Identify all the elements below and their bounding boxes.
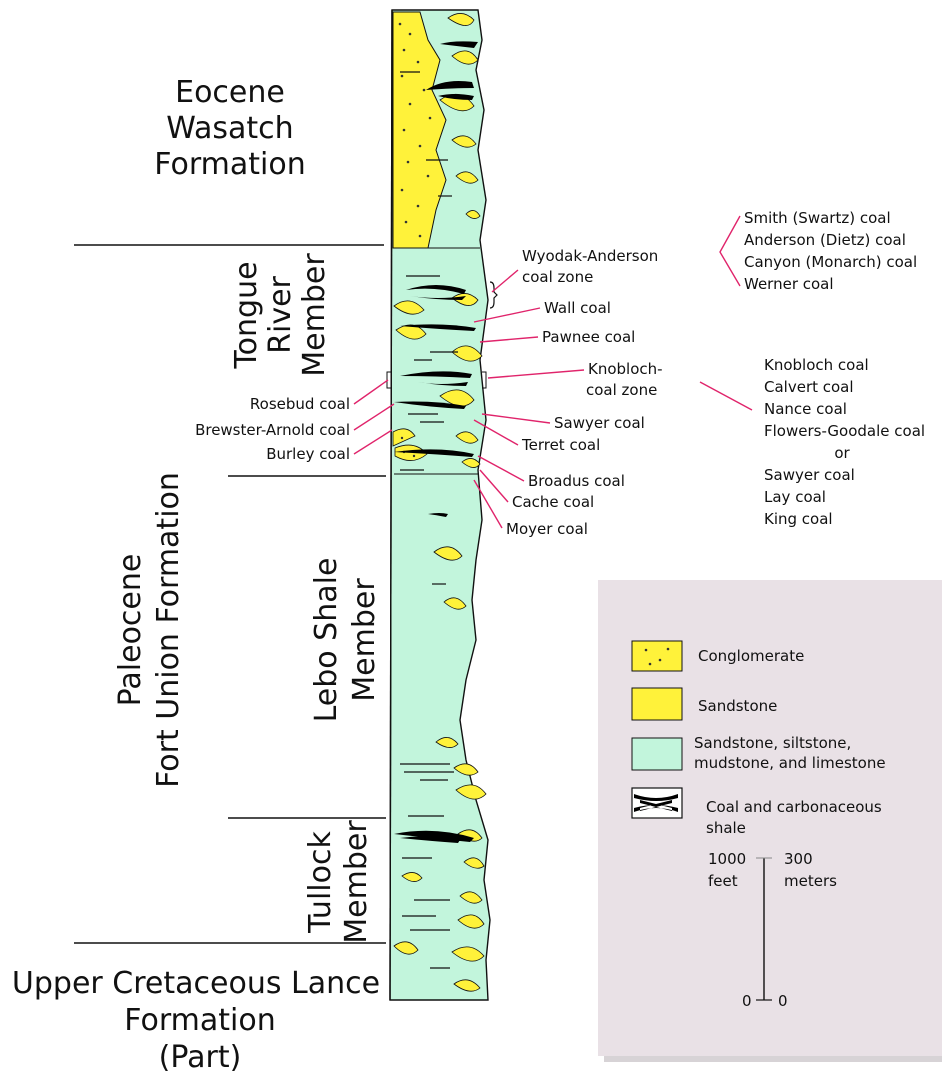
formation-eocene-line1: Eocene [175,75,285,110]
knobloch-list-item: Lay coal [764,488,826,506]
wyodak-list-item: Werner coal [744,275,834,293]
tongue-river-member-label: Tongue River Member [229,253,332,377]
member-tongue-line3: Member [297,253,332,377]
label-moyer-coal: Moyer coal [506,520,588,538]
wyodak-list-item: Anderson (Dietz) coal [744,231,906,249]
label-pawnee-coal: Pawnee coal [542,328,635,346]
label-knobloch-line2: coal zone [586,381,657,399]
formation-paleocene-line2: Fort Union Formation [151,472,186,788]
formation-eocene-line3: Formation [154,147,305,182]
label-wyodak-line2: coal zone [522,268,593,286]
column [390,10,490,1000]
wyodak-bracket [490,282,497,308]
member-lebo-line1: Lebo Shale [309,558,344,723]
legend-swatch-conglomerate [632,641,682,671]
label-wall-coal: Wall coal [544,299,611,317]
knobloch-list-item: Knobloch coal [764,356,869,374]
legend-swatch-sandstone [632,688,682,720]
label-broadus-coal: Broadus coal [528,472,625,490]
scale-feet-unit: feet [708,872,738,890]
legend-sandstone-label: Sandstone [698,697,777,715]
member-tullock-line2: Member [339,820,374,944]
legend-mixed-line1: Sandstone, siltstone, [694,734,851,752]
label-rosebud-coal: Rosebud coal [250,395,350,413]
wyodak-coal-list: Smith (Swartz) coal Anderson (Dietz) coa… [744,209,917,293]
knobloch-list-item: Flowers-Goodale coal [764,422,925,440]
lebo-shale-member-label: Lebo Shale Member [309,558,382,723]
label-brewster-arnold-coal: Brewster-Arnold coal [195,421,350,439]
knobloch-list-item: Calvert coal [764,378,854,396]
paleocene-fort-union-label: Paleocene Fort Union Formation [113,472,186,788]
legend-swatch-mixed [632,738,682,770]
scale-zero-left: 0 [742,992,752,1010]
knobloch-list-item: King coal [764,510,833,528]
formation-cretaceous-line3: (Part) [159,1040,242,1075]
member-tongue-line2: River [263,275,298,353]
legend-swatch-coal [632,788,682,818]
member-tongue-line1: Tongue [229,261,264,369]
knobloch-list-item: or [834,444,850,462]
legend-conglomerate-label: Conglomerate [698,647,804,665]
coal-labels-right: Wyodak-Anderson coal zone Wall coal Pawn… [506,247,663,538]
scale-feet-value: 1000 [708,850,746,868]
legend-coal-line2: shale [706,819,746,837]
scale-meters-value: 300 [784,850,813,868]
eocene-wasatch-label: Eocene Wasatch Formation [154,75,305,182]
formation-cretaceous-line1: Upper Cretaceous Lance [12,966,380,1001]
label-knobloch-line1: Knobloch- [588,360,663,378]
legend-mixed-line2: mudstone, and limestone [694,754,886,772]
tullock-member-label: Tullock Member [303,820,374,944]
label-terret-coal: Terret coal [521,436,600,454]
label-sawyer-coal: Sawyer coal [554,414,645,432]
knobloch-list-item: Nance coal [764,400,847,418]
legend: Conglomerate Sandstone Sandstone, siltst… [598,580,942,1062]
legend-coal-line1: Coal and carbonaceous [706,798,882,816]
coal-labels-left: Rosebud coal Brewster-Arnold coal Burley… [195,395,350,463]
label-cache-coal: Cache coal [512,493,594,511]
scale-meters-unit: meters [784,872,837,890]
cretaceous-lance-label: Upper Cretaceous Lance Formation (Part) [12,966,380,1075]
formation-paleocene-line1: Paleocene [113,554,148,707]
wyodak-list-item: Canyon (Monarch) coal [744,253,917,271]
label-burley-coal: Burley coal [266,445,350,463]
member-tullock-line1: Tullock [303,831,338,934]
knobloch-coal-list: Knobloch coal Calvert coal Nance coal Fl… [764,356,925,528]
wyodak-list-item: Smith (Swartz) coal [744,209,891,227]
knobloch-list-item: Sawyer coal [764,466,855,484]
member-lebo-line2: Member [347,578,382,702]
label-wyodak-line1: Wyodak-Anderson [522,247,658,265]
formation-eocene-line2: Wasatch [166,111,293,146]
scale-zero-right: 0 [778,992,788,1010]
formation-cretaceous-line2: Formation [124,1003,275,1038]
